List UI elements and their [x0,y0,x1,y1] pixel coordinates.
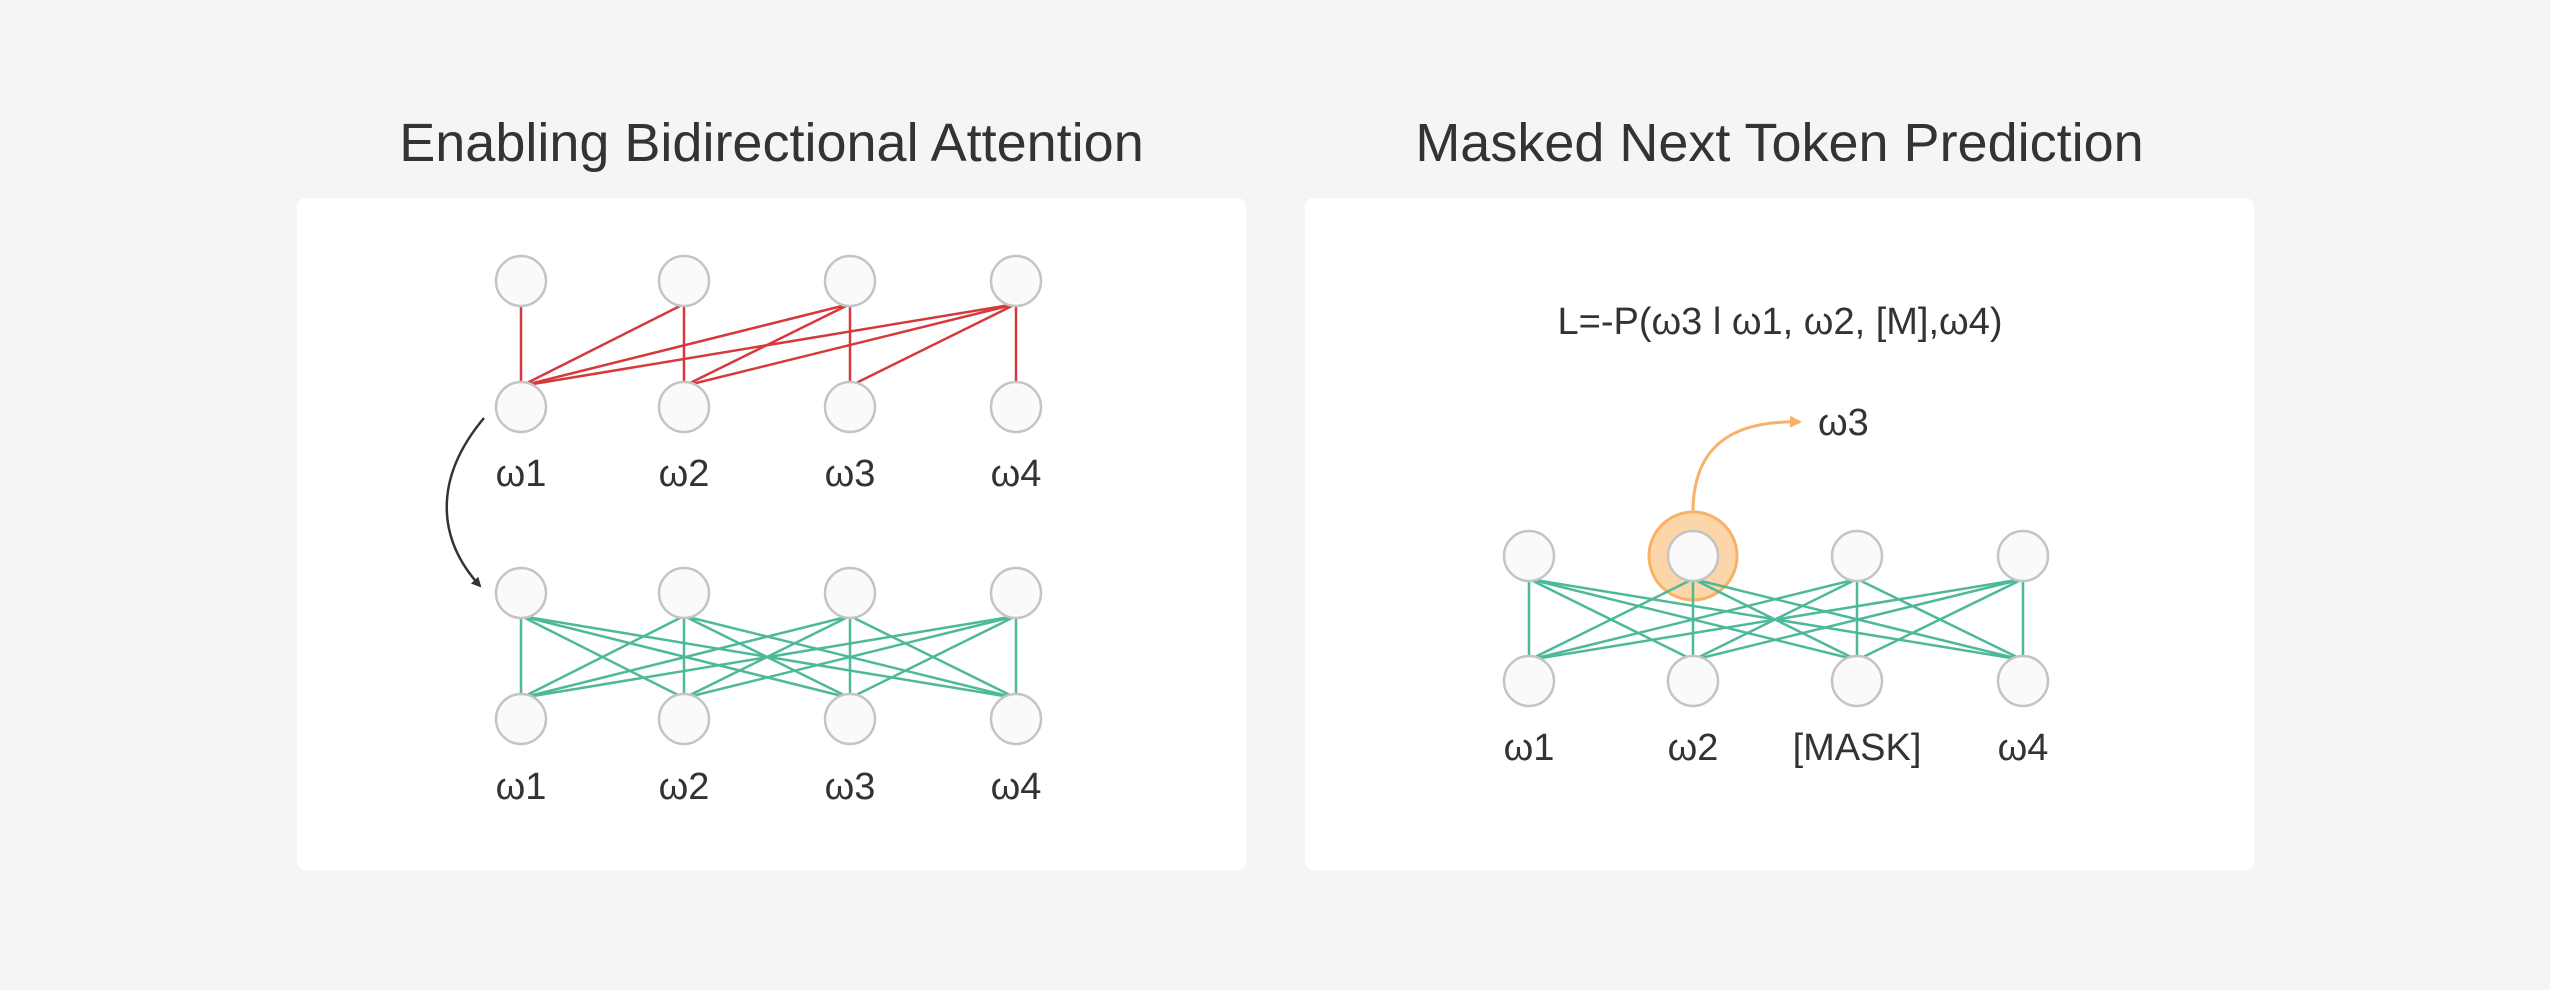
bottom-node-3 [823,692,877,746]
top-node-4 [989,566,1043,620]
masked-nodes [1502,529,2050,708]
top-node-1 [494,254,548,308]
edge-1-to-2 [520,302,685,388]
masked-attention-graph: ω1 ω2 [MASK] ω4 [1502,529,2050,769]
causal-edges [519,302,1018,388]
left-panel-title: Enabling Bidirectional Attention [399,113,1144,173]
edge-4-to-2 [1692,577,2024,662]
top-node-1 [494,566,548,620]
masked-label-2: ω2 [1668,727,1719,769]
edge-4-to-3 [1856,577,2024,662]
bottom-node-4 [989,380,1043,434]
loss-formula: L=-P(ω3 l ω1, ω2, [M],ω4) [1558,301,2003,343]
edge-3-to-1 [520,614,851,700]
left-panel [297,198,1246,870]
top-node-2 [657,566,711,620]
causal-label-1: ω1 [496,453,547,495]
top-node-4 [1996,529,2050,583]
bottom-node-3 [1830,654,1884,708]
bottom-node-1 [1502,654,1556,708]
causal-attention-graph: ω1 ω2 ω3 ω4 [494,254,1043,495]
bidirectional-nodes [494,566,1043,746]
edge-3-to-4 [849,302,1017,388]
bidirectional-label-1: ω1 [496,766,547,808]
masked-label-1: ω1 [1504,727,1555,769]
edge-4-to-1 [520,614,1017,700]
bottom-node-4 [1996,654,2050,708]
top-node-3 [1830,529,1884,583]
bottom-node-2 [657,380,711,434]
edge-2-to-3 [683,302,851,388]
masked-edges [1527,577,2025,662]
edge-3-to-1 [1528,577,1858,662]
prediction-arrow-icon [1691,415,1802,513]
causal-token-labels: ω1 ω2 ω3 ω4 [496,453,1042,495]
bidirectional-token-labels: ω1 ω2 ω3 ω4 [496,766,1042,808]
top-node-3 [823,566,877,620]
predicted-token-label: ω3 [1818,402,1869,444]
masked-label-3: [MASK] [1793,727,1922,769]
top-node-2 [657,254,711,308]
bidirectional-attention-graph: ω1 ω2 ω3 ω4 [494,566,1043,808]
masked-label-4: ω4 [1998,727,2049,769]
causal-nodes [494,254,1043,434]
top-node-1 [1502,529,1556,583]
bidirectional-edges [519,614,1018,700]
causal-label-4: ω4 [991,453,1042,495]
edge-2-to-1 [520,614,685,700]
top-node-3 [823,254,877,308]
top-node-4 [989,254,1043,308]
bidirectional-label-4: ω4 [991,766,1042,808]
right-panel [1305,198,2254,870]
bottom-node-4 [989,692,1043,746]
edge-4-to-2 [683,614,1017,700]
bottom-node-1 [494,380,548,434]
edge-2-to-1 [1528,577,1694,662]
edge-4-to-3 [849,614,1017,700]
edge-1-to-3 [520,302,851,388]
bottom-node-2 [1666,654,1720,708]
bottom-node-3 [823,380,877,434]
masked-token-labels: ω1 ω2 [MASK] ω4 [1504,727,2049,769]
bidirectional-label-2: ω2 [659,766,710,808]
top-node-2 [1666,529,1720,583]
transition-arrow-icon [445,417,485,588]
bottom-node-2 [657,692,711,746]
bottom-node-1 [494,692,548,746]
causal-label-2: ω2 [659,453,710,495]
causal-label-3: ω3 [825,453,876,495]
right-panel-title: Masked Next Token Prediction [1415,113,2144,173]
bidirectional-label-3: ω3 [825,766,876,808]
edge-4-to-1 [1528,577,2024,662]
